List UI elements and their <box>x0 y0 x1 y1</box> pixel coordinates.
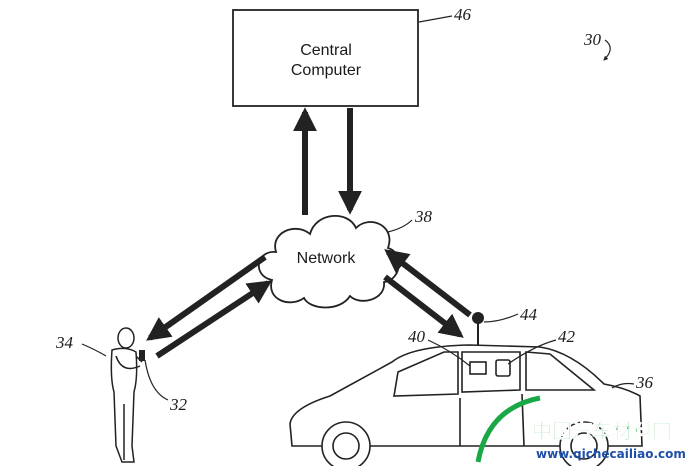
module-b-ref: 42 <box>558 327 576 346</box>
device-ref: 32 <box>169 395 188 414</box>
module-a-ref: 40 <box>408 327 426 346</box>
central-computer-leader <box>418 15 453 23</box>
network-ref: 38 <box>414 207 433 226</box>
computer-network-arrows <box>293 107 362 215</box>
watermark-url: www.qichecailiao.com <box>536 447 686 461</box>
watermark-cn: 中国汽车材料网 <box>532 419 672 443</box>
network-label: Network <box>297 250 357 267</box>
antenna-ref-leader <box>483 313 519 323</box>
device-ref-leader <box>144 359 169 401</box>
vehicle-ref: 36 <box>635 373 654 392</box>
user-ref: 34 <box>55 333 74 352</box>
central-computer-ref: 46 <box>454 5 472 24</box>
network-vehicle-arrows <box>383 249 472 338</box>
network-phone-arrows <box>146 254 273 359</box>
module-b-ref-leader <box>507 339 557 365</box>
user-figure <box>110 327 143 463</box>
network-cloud <box>257 214 400 309</box>
vehicle-antenna <box>472 312 484 346</box>
module-a-ref-leader <box>427 339 471 367</box>
antenna-ref: 44 <box>520 305 538 324</box>
user-ref-leader <box>81 343 107 357</box>
watermark-swoosh <box>475 395 541 463</box>
system-ref-leader <box>603 39 611 61</box>
network-ref-leader <box>387 219 413 233</box>
system-ref: 30 <box>583 30 602 49</box>
central-computer-label-line1: Central <box>300 42 352 59</box>
watermark-logo: 中国汽车材料网 www.qichecailiao.com <box>475 395 686 463</box>
central-computer-box <box>232 9 419 107</box>
vehicle <box>289 344 643 466</box>
vehicle-ref-leader <box>611 382 635 389</box>
central-computer-label-line2: Computer <box>291 62 362 79</box>
mobile-device <box>139 350 145 361</box>
